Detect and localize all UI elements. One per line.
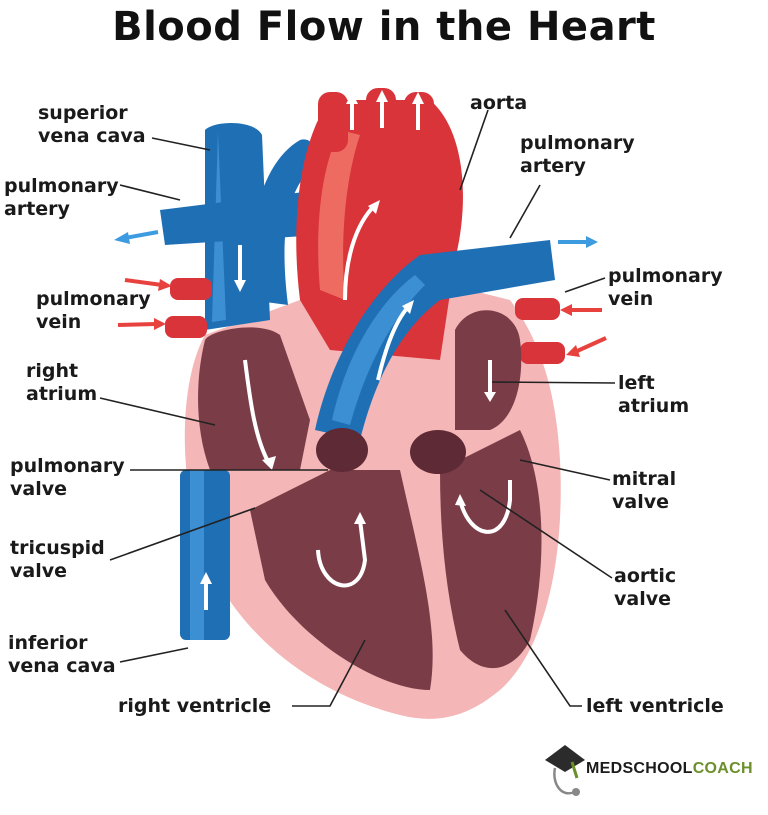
label-aorta: aorta — [470, 92, 528, 114]
pulmonary-vein-left-2 — [165, 316, 207, 338]
label-left-ventricle: left ventricle — [586, 695, 724, 717]
label-right-ventricle: right ventricle — [118, 695, 272, 717]
diagram-title: Blood Flow in the Heart — [112, 4, 656, 50]
aortic-valve-shape — [410, 430, 466, 474]
left-ventricle-chamber — [440, 430, 542, 669]
medschoolcoach-logo: MEDSCHOOLCOACH — [586, 760, 753, 777]
pulmonary-vein-right-1 — [515, 298, 560, 320]
right-ventricle-chamber — [250, 470, 433, 690]
pulmonary-vein-left-1 — [170, 278, 212, 300]
pulmonary-vein-right-2 — [520, 342, 565, 364]
right-atrium-chamber — [198, 327, 310, 470]
pulmonary-artery-trunk — [315, 240, 555, 440]
pulmonary-valve-shape — [316, 428, 368, 472]
inferior-vena-cava — [180, 470, 230, 640]
logo-mark — [545, 745, 585, 796]
